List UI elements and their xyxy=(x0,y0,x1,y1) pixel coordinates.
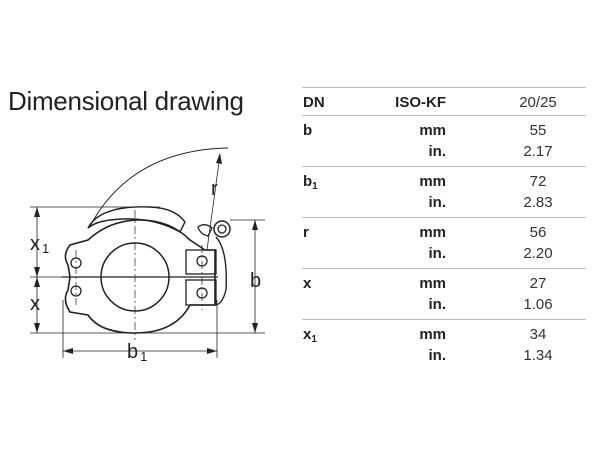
row-name: x1 xyxy=(303,326,317,345)
table-row: x mm 27 in. 1.06 xyxy=(302,269,586,320)
row-name: x xyxy=(303,275,312,292)
swing-arc xyxy=(88,147,229,229)
value-in: 2.83 xyxy=(523,194,553,211)
clamp-lever xyxy=(87,206,186,233)
table-row: r mm 56 in. 2.20 xyxy=(302,218,586,269)
value-mm: 56 xyxy=(529,224,547,241)
page-title: Dimensional drawing xyxy=(8,86,244,116)
value-mm: 55 xyxy=(529,122,547,139)
unit-in: in. xyxy=(428,296,447,313)
row-name: r xyxy=(303,224,309,241)
unit-mm: mm xyxy=(419,122,446,139)
unit-mm: mm xyxy=(419,275,446,292)
value-in: 2.17 xyxy=(523,143,553,160)
row-name: b xyxy=(303,122,313,139)
header-size: 20/25 xyxy=(519,94,557,111)
label-x: x xyxy=(30,293,40,315)
value-mm: 72 xyxy=(529,173,547,190)
header-dn: DN xyxy=(303,94,325,111)
pivot-pin xyxy=(213,220,231,238)
value-in: 1.34 xyxy=(523,347,553,364)
value-mm: 27 xyxy=(529,275,547,292)
row-name: b1 xyxy=(303,173,318,192)
table-header: DN ISO-KF 20/25 xyxy=(302,88,586,116)
unit-mm: mm xyxy=(419,173,446,190)
table-row: b1 mm 72 in. 2.83 xyxy=(302,167,586,218)
table-row: b mm 55 in. 2.17 xyxy=(302,116,586,167)
table-row: x1 mm 34 in. 1.34 xyxy=(302,320,586,370)
unit-in: in. xyxy=(428,194,447,211)
value-in: 1.06 xyxy=(523,296,553,313)
unit-mm: mm xyxy=(419,326,446,343)
dimensions-table: DN ISO-KF 20/25 b mm 55 in. 2.17 b1 mm 7… xyxy=(302,87,586,370)
unit-in: in. xyxy=(428,347,447,364)
unit-mm: mm xyxy=(419,224,446,241)
unit-in: in. xyxy=(428,143,447,160)
label-r: r xyxy=(211,178,218,200)
value-in: 2.20 xyxy=(523,245,553,262)
value-mm: 34 xyxy=(529,326,547,343)
header-standard: ISO-KF xyxy=(395,94,446,111)
label-b: b xyxy=(250,270,261,292)
unit-in: in. xyxy=(428,245,447,262)
